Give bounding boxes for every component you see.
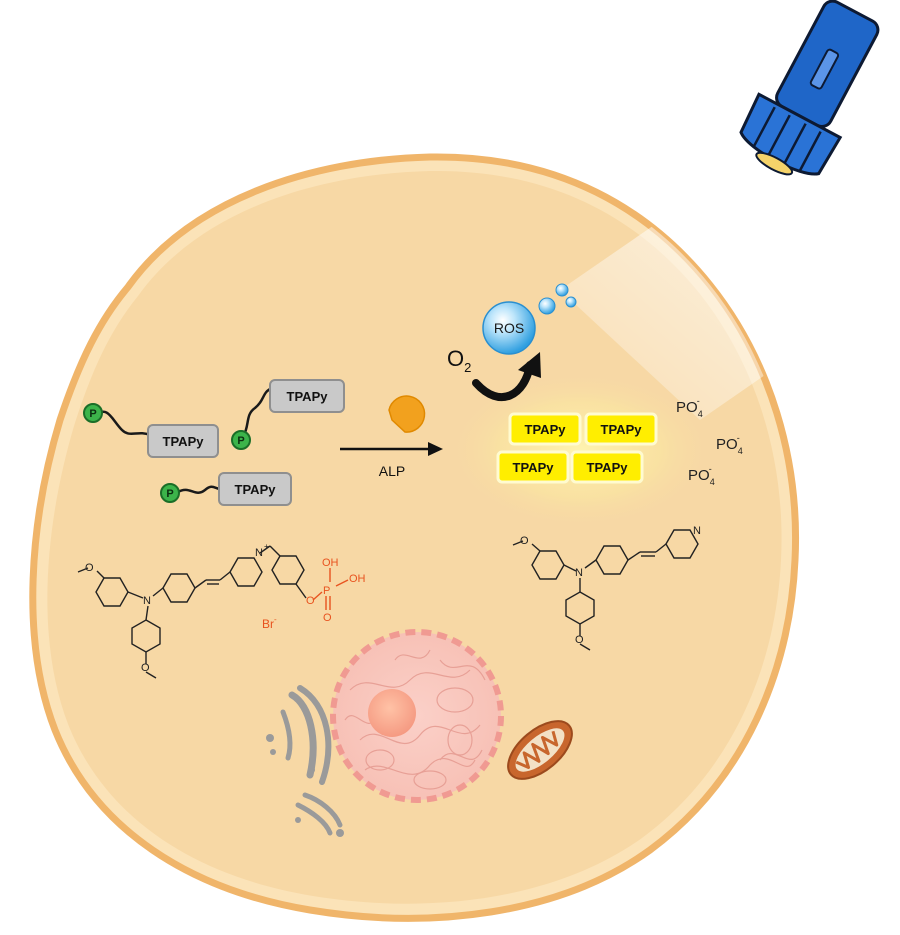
nucleus: [330, 629, 504, 803]
ros-bubble-small: [538, 297, 556, 315]
tpapy-chemical-structure: [512, 529, 699, 651]
counter-ion: Br-: [262, 615, 277, 631]
ros-bubble-small: [555, 283, 569, 297]
phosphate-badge-label: P: [166, 488, 173, 500]
phosphate-badge-label: P: [237, 435, 244, 447]
aggregate-cluster: TPAPy TPAPy TPAPy TPAPy: [496, 412, 658, 484]
reaction-arrow: [340, 442, 443, 456]
aggregate-glow: [445, 370, 715, 530]
atom-o: O: [520, 535, 529, 547]
mitochondrion: [507, 720, 573, 780]
phosphate-oh: OH: [322, 557, 339, 569]
oxygen-conversion-arrow: [472, 361, 534, 401]
atom-o: O: [85, 562, 94, 574]
probe-chemical-structure: [77, 545, 307, 679]
phosphate-oh: OH: [349, 573, 366, 585]
atom-o: O: [575, 634, 584, 646]
phosphate-byproduct: PO4-: [716, 433, 743, 456]
phosphate-o: O: [306, 595, 315, 607]
phosphate-group: [312, 568, 349, 610]
ros-label: ROS: [494, 320, 524, 336]
atom-n: N: [575, 567, 583, 579]
phosphate-p: P: [323, 585, 330, 597]
probe-label: TPAPy: [287, 389, 329, 404]
svg-text:PO4-: PO4-: [716, 433, 743, 456]
aggregate-label: TPAPy: [525, 422, 567, 437]
phosphate-badge: [160, 483, 180, 503]
oxygen-label: O2: [447, 346, 471, 375]
probe-3: P TPAPy: [160, 472, 292, 506]
probe-2: P TPAPy: [231, 379, 345, 450]
aggregate-label: TPAPy: [601, 422, 643, 437]
cell-cytoplasm: [47, 170, 782, 904]
alp-enzyme-icon: [388, 395, 426, 433]
atom-o: O: [141, 662, 150, 674]
phosphate-byproduct: PO4-: [676, 396, 703, 419]
golgi-apparatus: [266, 685, 344, 837]
probe-label: TPAPy: [163, 434, 205, 449]
ros-bubble: ROS: [482, 301, 536, 355]
nucleolus: [368, 689, 416, 737]
ros-bubble-small: [565, 296, 577, 308]
aggregate-label: TPAPy: [587, 460, 629, 475]
enzyme-label: ALP: [379, 463, 405, 479]
atom-n-plus: N: [255, 547, 263, 559]
phosphate-badge: [231, 430, 251, 450]
phosphate-o: O: [323, 612, 332, 624]
flashlight-icon: [739, 0, 880, 176]
cell: [29, 153, 800, 922]
svg-text:PO4-: PO4-: [676, 396, 703, 419]
phosphate-badge: [83, 403, 103, 423]
probe-1: P TPAPy: [83, 403, 219, 458]
aggregate-label: TPAPy: [513, 460, 555, 475]
probe-label: TPAPy: [235, 482, 277, 497]
phosphate-byproduct: PO4-: [688, 464, 715, 487]
phosphate-badge-label: P: [89, 408, 96, 420]
charge-plus: +: [264, 542, 269, 551]
svg-text:PO4-: PO4-: [688, 464, 715, 487]
atom-n: N: [143, 595, 151, 607]
pyridine-n: N: [693, 525, 701, 537]
